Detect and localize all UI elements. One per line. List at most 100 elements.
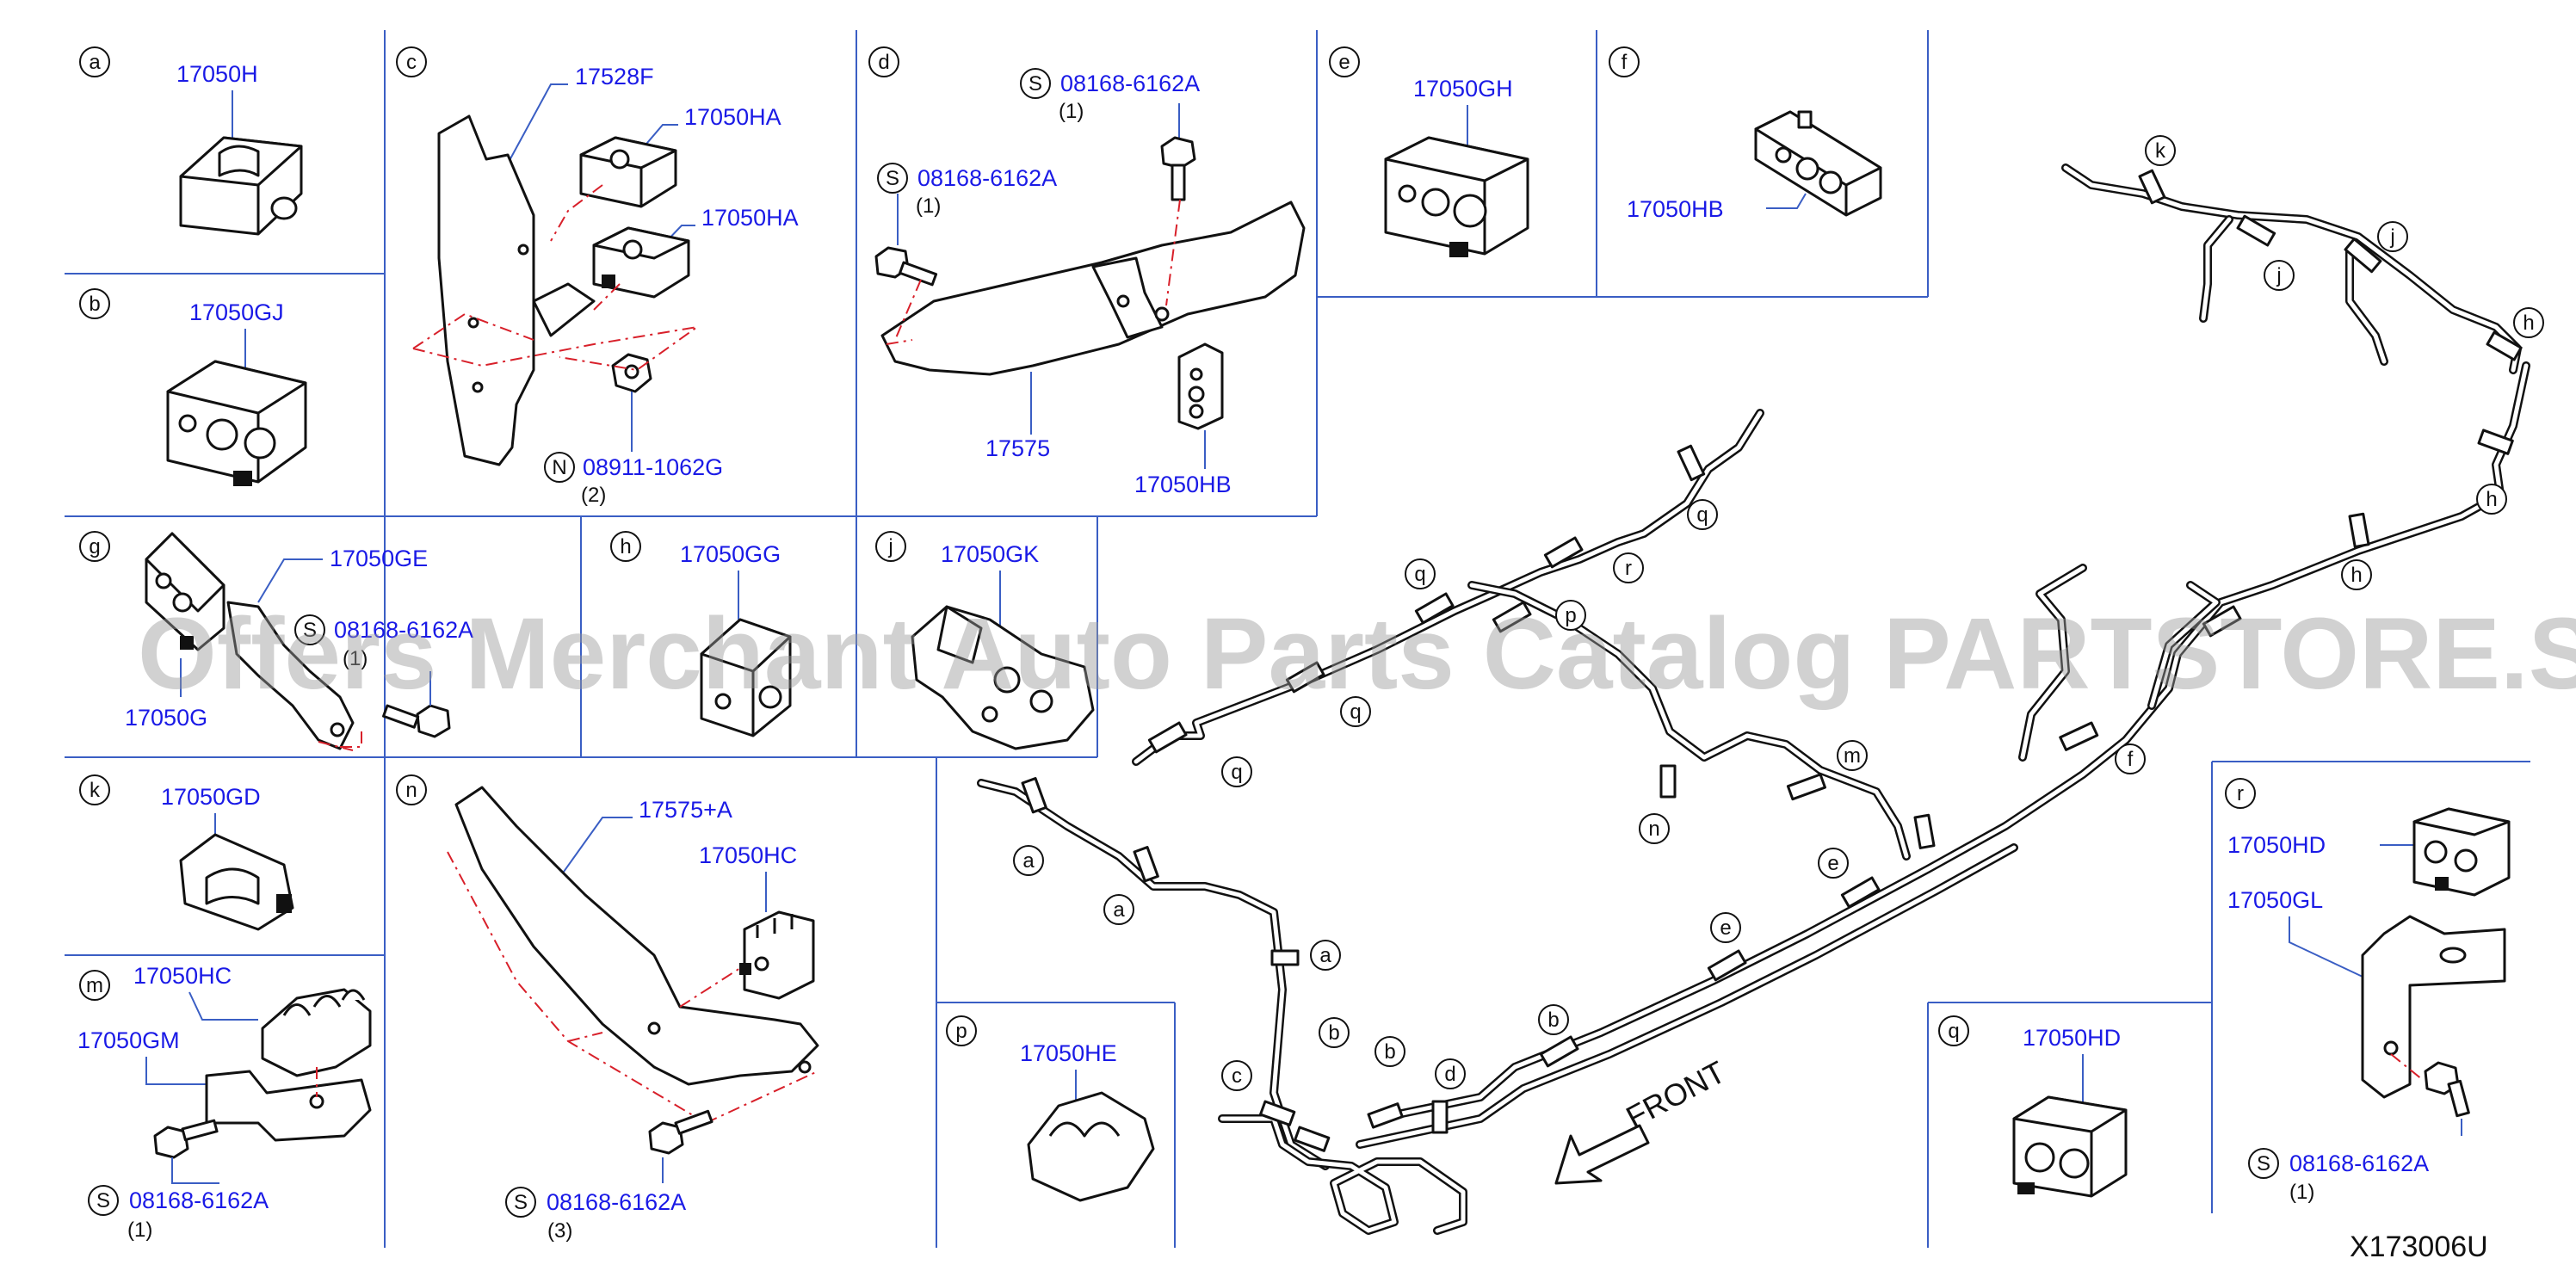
part-number[interactable]: 17050GG — [680, 541, 781, 567]
fastener-prefix: S — [303, 619, 317, 642]
panel-letter: h — [620, 535, 631, 558]
panel-letter: j — [887, 535, 893, 558]
bracket-icon — [880, 200, 1306, 376]
panel-letter-circle — [79, 531, 110, 562]
part-number[interactable]: 17528F — [575, 64, 654, 89]
panel-letter-circle — [79, 288, 110, 319]
callout-f: f — [2115, 743, 2146, 774]
bracket-icon — [226, 601, 355, 750]
callout-j: j — [2377, 221, 2408, 252]
panel-m: m 17050HC 17050GM S 08168-6162A (1) — [77, 963, 372, 1242]
svg-text:h: h — [2523, 312, 2534, 335]
panel-letter-circle — [1938, 1015, 1969, 1046]
panel-letter: d — [878, 51, 889, 74]
bracket-icon — [205, 1070, 372, 1142]
part-number[interactable]: 17050HA — [701, 205, 799, 231]
svg-text:n: n — [1648, 817, 1659, 841]
part-number[interactable]: 17575+A — [639, 797, 732, 823]
svg-text:k: k — [2155, 139, 2166, 163]
panel-letter: a — [89, 51, 101, 74]
part-number[interactable]: 08168-6162A — [547, 1189, 686, 1215]
panel-letter-circle — [1329, 46, 1360, 77]
part-number[interactable]: 17050GH — [1413, 76, 1513, 102]
panel-grid — [65, 30, 2530, 1248]
svg-text:q: q — [1414, 563, 1425, 586]
front-label: FRONT — [1621, 1054, 1732, 1135]
panel-letter: n — [405, 779, 417, 802]
part-number[interactable]: 08168-6162A — [334, 617, 473, 643]
part-number[interactable]: 17050GJ — [189, 299, 284, 325]
panel-b: b 17050GJ — [79, 288, 307, 486]
part-number[interactable]: 17050HB — [1627, 196, 1724, 222]
part-number[interactable]: 17050GE — [330, 546, 428, 571]
part-number[interactable]: 17050HC — [699, 842, 797, 868]
part-number[interactable]: 17050H — [176, 61, 258, 87]
callout-b: b — [1319, 1017, 1350, 1048]
part-number[interactable]: 17050GD — [161, 784, 261, 810]
quantity: (1) — [127, 1218, 152, 1242]
callout-j: j — [2264, 260, 2295, 291]
bolt-icon — [1160, 136, 1196, 201]
panel-letter: k — [90, 779, 101, 802]
part-number[interactable]: 08168-6162A — [1060, 71, 1200, 96]
fastener-prefix: S — [514, 1191, 528, 1214]
front-arrow-icon — [1554, 1124, 1650, 1185]
clip-icon — [179, 833, 294, 931]
panel-d: d S 08168-6162A (1) S 08168-6162A (1) — [868, 46, 1306, 497]
part-number[interactable]: 17050G — [125, 705, 207, 731]
panel-r: r 17050HD 17050GL S 08168-6162A (1) — [2225, 778, 2511, 1204]
part-number[interactable]: 08168-6162A — [129, 1188, 269, 1213]
part-number[interactable]: 08911-1062G — [583, 454, 723, 480]
part-number[interactable]: 17050HE — [1020, 1040, 1117, 1066]
panel-a: a 17050H — [79, 46, 303, 236]
clip-icon — [261, 988, 372, 1077]
part-number[interactable]: 17050GL — [2227, 887, 2323, 913]
part-number[interactable]: 17050HC — [133, 963, 232, 989]
panel-letter-circle — [1609, 46, 1640, 77]
fastener-prefix: S — [886, 167, 899, 190]
callout-a: a — [1103, 894, 1134, 925]
svg-text:j: j — [2389, 225, 2394, 249]
callout-q: q — [1340, 696, 1371, 727]
fastener-prefix: S — [1029, 72, 1042, 96]
part-number[interactable]: 17050HA — [684, 104, 781, 130]
callout-c: c — [1221, 1060, 1252, 1091]
part-number[interactable]: 17050GM — [77, 1027, 180, 1053]
panel-letter: f — [1622, 51, 1628, 74]
panel-letter-circle — [79, 774, 110, 805]
part-number[interactable]: 08168-6162A — [917, 165, 1057, 191]
callout-q: q — [1405, 558, 1436, 589]
callout-a: a — [1310, 940, 1341, 971]
part-number[interactable]: 17575 — [985, 435, 1050, 461]
clip-icon — [739, 910, 815, 1000]
quantity: (1) — [1059, 100, 1084, 123]
quantity: (1) — [916, 194, 941, 218]
nut-icon — [611, 353, 652, 393]
bolt-icon — [648, 1109, 713, 1155]
svg-text:d: d — [1444, 1063, 1455, 1086]
svg-text:a: a — [1022, 849, 1035, 873]
panel-letter: q — [1948, 1020, 1959, 1043]
part-number[interactable]: 17050GK — [941, 541, 1039, 567]
panel-letter-circle — [868, 46, 899, 77]
quantity: (2) — [581, 484, 606, 507]
part-number[interactable]: 08168-6162A — [2289, 1151, 2429, 1176]
bracket-icon — [454, 786, 819, 1086]
quantity: (1) — [343, 647, 368, 670]
callout-e: e — [1710, 912, 1741, 943]
bracket-icon — [437, 114, 596, 466]
clip-icon — [145, 532, 225, 651]
part-number[interactable]: 17050HD — [2023, 1025, 2121, 1051]
callout-p: p — [1555, 600, 1586, 631]
part-number[interactable]: 17050HB — [1134, 472, 1232, 497]
panel-letter: m — [86, 974, 103, 997]
callout-h: h — [2341, 559, 2372, 590]
bolt-icon — [2424, 1061, 2470, 1118]
callout-e: e — [1818, 848, 1849, 879]
callout-d: d — [1435, 1058, 1466, 1089]
svg-text:b: b — [1547, 1009, 1559, 1032]
part-number[interactable]: 17050HD — [2227, 832, 2326, 858]
panel-letter-circle — [396, 46, 427, 77]
panel-letter-circle — [79, 970, 110, 1001]
